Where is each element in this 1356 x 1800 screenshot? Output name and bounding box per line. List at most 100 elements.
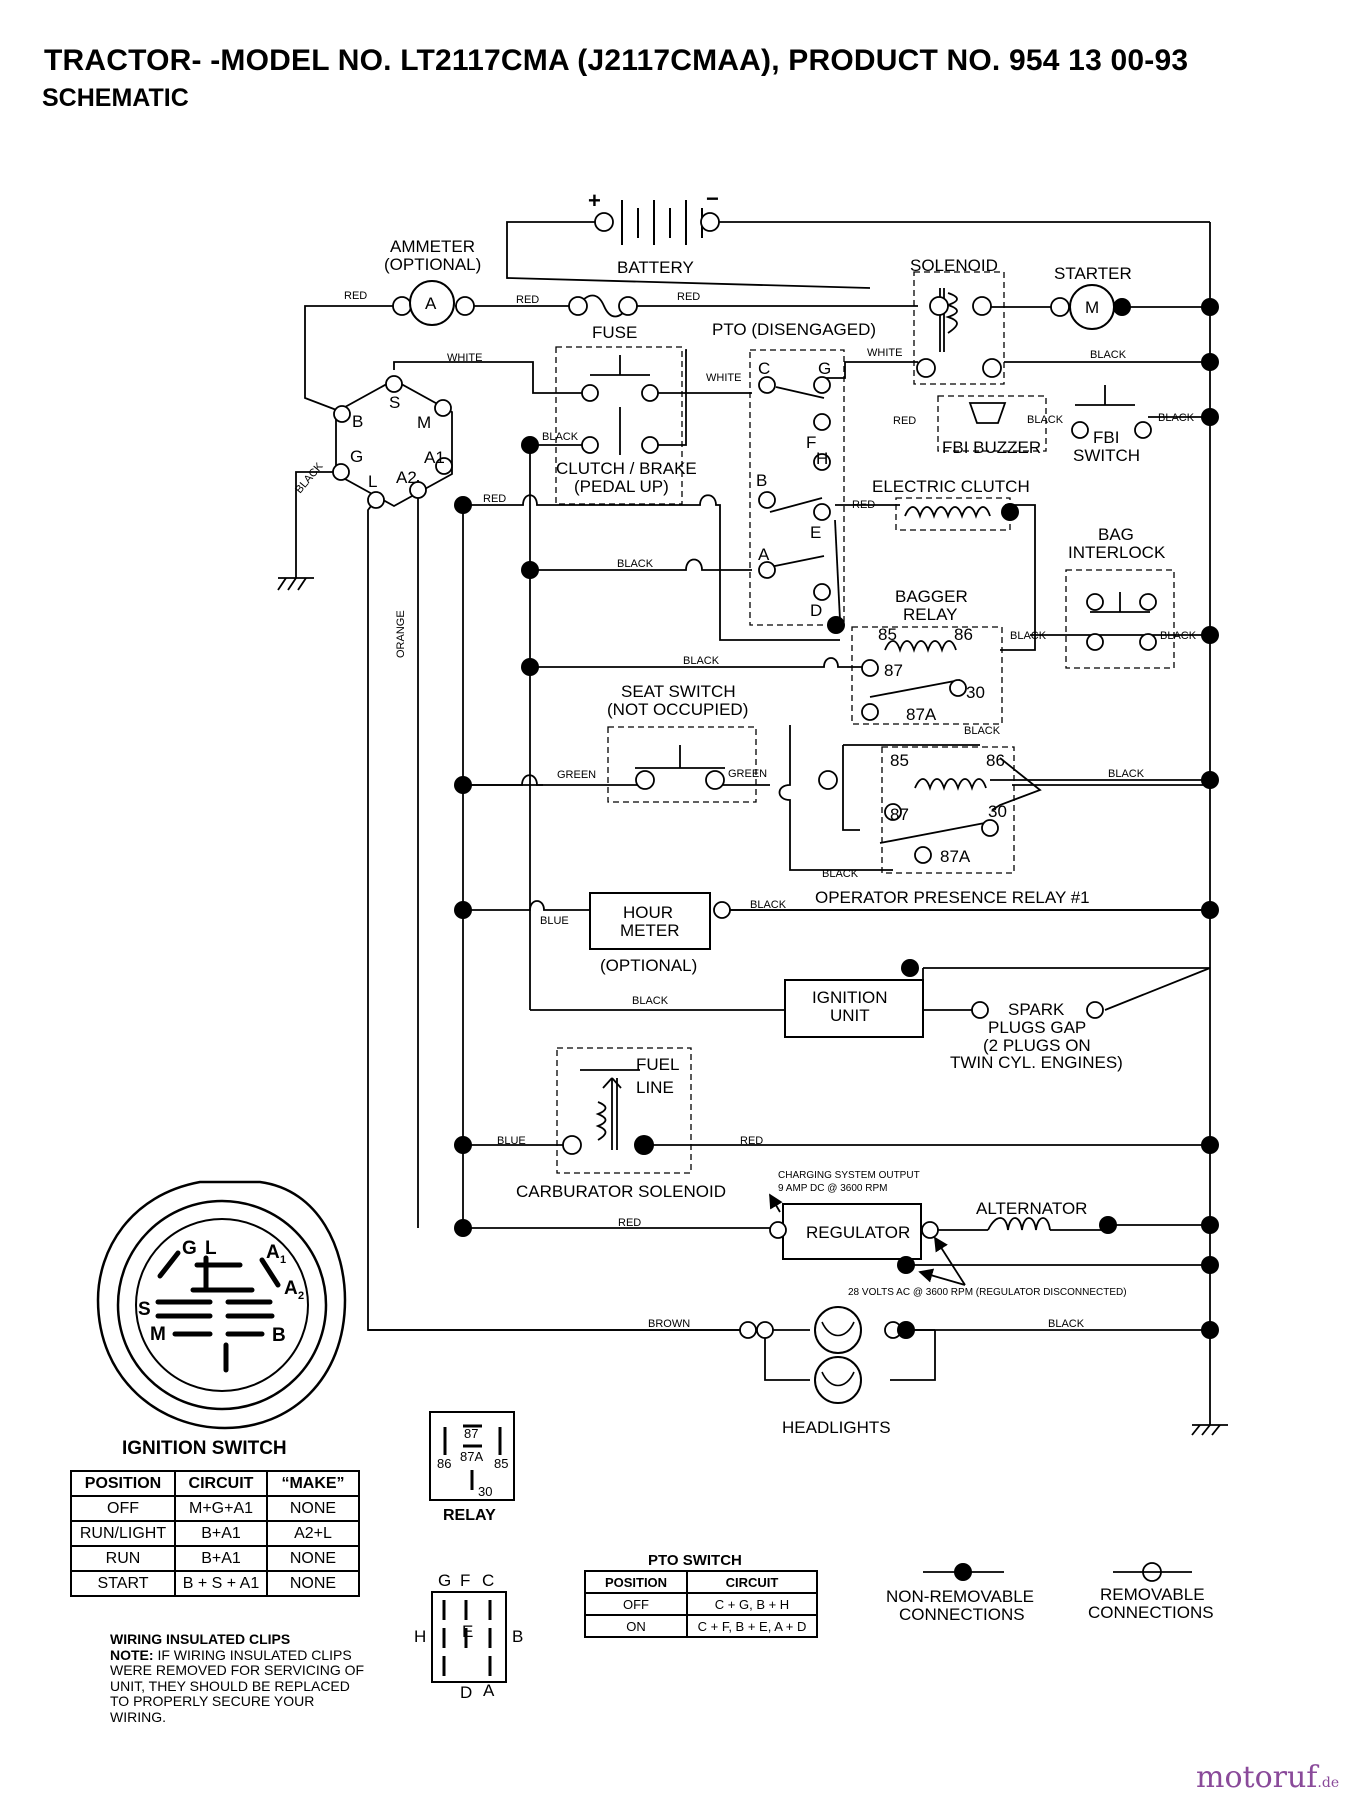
table-cell: C + G, B + H xyxy=(686,1592,818,1616)
pto-key-g: G xyxy=(438,1571,451,1590)
bagger-terminal-87a: 87A xyxy=(906,705,937,724)
relay-key-caption: RELAY xyxy=(443,1507,496,1524)
ammeter-label: AMMETER xyxy=(390,237,475,256)
pto-terminal-e: E xyxy=(810,523,821,542)
battery-symbol xyxy=(621,200,703,245)
table-cell: NONE xyxy=(266,1495,360,1522)
bagger-terminal-30: 30 xyxy=(966,683,985,702)
relay-key-86: 86 xyxy=(437,1456,451,1471)
ign-terminal-m: M xyxy=(417,413,431,432)
watermark-logo: motoruf.de xyxy=(1196,1760,1339,1795)
pto-label: PTO (DISENGAGED) xyxy=(712,320,876,339)
opr-terminal-85: 85 xyxy=(890,751,909,770)
table-row: OFF M+G+A1 NONE xyxy=(70,1495,360,1522)
table-cell: B+A1 xyxy=(174,1520,268,1547)
headlight-filaments xyxy=(821,1321,855,1387)
component-bodies xyxy=(589,892,924,1260)
wire-label-black-13: BLACK xyxy=(632,995,669,1007)
table-header-row: POSITION CIRCUIT xyxy=(584,1570,818,1594)
wire-label-black-2: BLACK xyxy=(1027,414,1064,426)
table-cell: B+A1 xyxy=(174,1545,268,1572)
watermark-tld: .de xyxy=(1317,1775,1340,1791)
opr-terminal-30: 30 xyxy=(988,802,1007,821)
fbi-switch-label: FBI xyxy=(1093,428,1119,447)
ign-terminal-b: B xyxy=(352,412,363,431)
ign-terminal-s: S xyxy=(389,393,400,412)
wire-label-red-6: RED xyxy=(852,499,875,511)
pto-switch-caption: PTO SWITCH xyxy=(648,1552,742,1569)
table-header: “MAKE” xyxy=(266,1470,360,1497)
pto-key-f: F xyxy=(460,1571,470,1590)
removable-connections xyxy=(332,212,1162,1582)
wire-label-blue-2: BLUE xyxy=(497,1135,526,1147)
pto-terminal-a: A xyxy=(758,545,770,564)
spark-plugs-label-2: PLUGS GAP xyxy=(988,1018,1086,1037)
wire-label-black-14: BLACK xyxy=(1048,1318,1085,1330)
fuel-line-label-2: LINE xyxy=(636,1078,674,1097)
wire-label-black-6: BLACK xyxy=(1010,630,1047,642)
wire-label-black-3: BLACK xyxy=(1158,412,1195,424)
table-row: START B + S + A1 NONE xyxy=(70,1570,360,1597)
watermark-brand: motoruf xyxy=(1196,1760,1318,1795)
carb-solenoid-label: CARBURATOR SOLENOID xyxy=(516,1182,726,1201)
hour-meter-label-2: METER xyxy=(620,921,680,940)
non-removable-connections xyxy=(454,298,1219,1581)
ign-terminal-a1: A1 xyxy=(424,448,445,467)
table-header-row: POSITION CIRCUIT “MAKE” xyxy=(70,1470,360,1497)
clutch-brake-label: CLUTCH / BRAKE xyxy=(556,459,697,478)
wire-label-white-1: WHITE xyxy=(447,352,482,364)
fuse-label: FUSE xyxy=(592,323,637,342)
bagger-terminal-85: 85 xyxy=(878,625,897,644)
wire-label-black-15: BLACK xyxy=(293,460,326,496)
note-label: NOTE: xyxy=(110,1646,154,1663)
pto-switch-key xyxy=(431,1591,507,1683)
ignition-unit-label: IGNITION xyxy=(812,988,888,1007)
wire-label-red-8: RED xyxy=(618,1217,641,1229)
wire-label-black-5: BLACK xyxy=(617,558,654,570)
wire-label-brown: BROWN xyxy=(648,1318,690,1330)
wire-label-black-7: BLACK xyxy=(1160,630,1197,642)
table-cell: OFF xyxy=(584,1592,688,1616)
starter-symbol: M xyxy=(1085,298,1099,317)
bagger-terminal-86: 86 xyxy=(954,625,973,644)
wire-label-black-9: BLACK xyxy=(964,725,1001,737)
table-cell: A2+L xyxy=(266,1520,360,1547)
pto-terminal-d: D xyxy=(810,601,822,620)
pto-key-h: H xyxy=(414,1627,426,1646)
table-cell: RUN xyxy=(70,1545,176,1572)
fbi-switch-label-2: SWITCH xyxy=(1073,446,1140,465)
seat-switch-label: SEAT SWITCH xyxy=(621,682,736,701)
electric-clutch-label: ELECTRIC CLUTCH xyxy=(872,477,1030,496)
hour-meter-optional-label: (OPTIONAL) xyxy=(600,956,697,975)
pto-key-c: C xyxy=(482,1571,494,1590)
face-label-l: L xyxy=(205,1238,217,1259)
wire-label-orange: ORANGE xyxy=(395,610,407,658)
wire-label-white-3: WHITE xyxy=(867,347,902,359)
note-text: IF WIRING INSULATED CLIPS WERE REMOVED F… xyxy=(110,1646,365,1725)
bagger-relay-label: BAGGER xyxy=(895,587,968,606)
wire-label-red-4: RED xyxy=(893,415,916,427)
wire-label-red-3: RED xyxy=(677,291,700,303)
battery-minus: − xyxy=(706,186,719,211)
legend-non-removable-2: CONNECTIONS xyxy=(899,1605,1025,1624)
face-label-m: M xyxy=(150,1324,166,1345)
wire-label-black-8: BLACK xyxy=(683,655,720,667)
pto-key-a: A xyxy=(483,1681,495,1700)
headlights-label: HEADLIGHTS xyxy=(782,1418,891,1437)
legend-removable-2: CONNECTIONS xyxy=(1088,1603,1214,1622)
legend-removable: REMOVABLE xyxy=(1100,1585,1205,1604)
fuel-line-label: FUEL xyxy=(636,1055,679,1074)
wire-label-black-12: BLACK xyxy=(750,899,787,911)
table-header: POSITION xyxy=(584,1570,688,1594)
wire-label-red-2: RED xyxy=(516,294,539,306)
page-title: TRACTOR- -MODEL NO. LT2117CMA (J2117CMAA… xyxy=(44,44,1189,77)
wire-label-red-5: RED xyxy=(483,493,506,505)
table-cell: RUN/LIGHT xyxy=(70,1520,176,1547)
wire-label-red-1: RED xyxy=(344,290,367,302)
ignition-switch-table: POSITION CIRCUIT “MAKE” OFF M+G+A1 NONE … xyxy=(70,1470,360,1597)
relay-key-87: 87 xyxy=(464,1426,478,1441)
battery-label: BATTERY xyxy=(617,258,694,277)
face-label-a1: A xyxy=(266,1242,280,1263)
wiring-note: WIRING INSULATED CLIPS NOTE: IF WIRING I… xyxy=(110,1631,370,1725)
